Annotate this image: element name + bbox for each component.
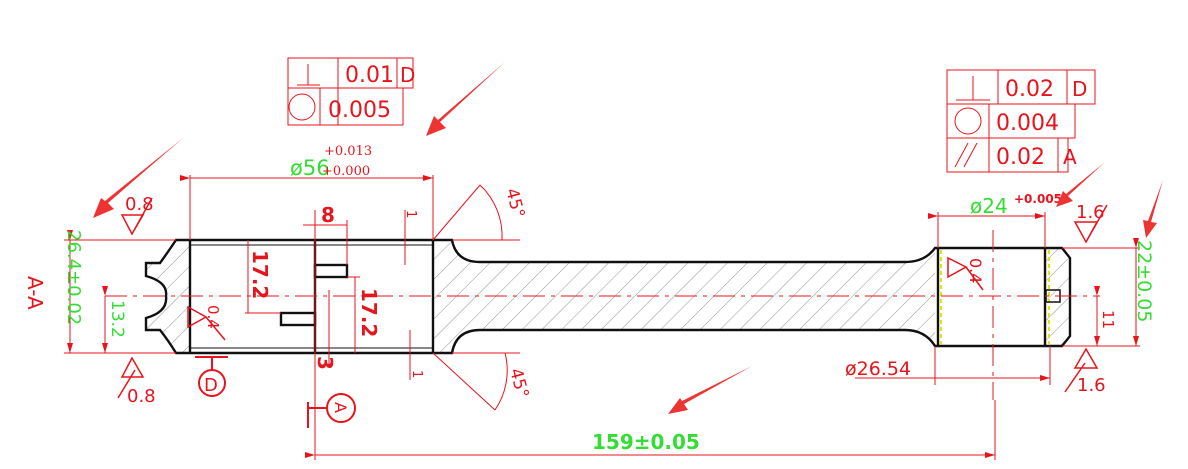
arrow-icon <box>668 366 752 414</box>
datum-d: D <box>195 356 228 397</box>
fcf-right-datum-3: A <box>1063 145 1077 169</box>
datum-d-label: D <box>204 375 218 396</box>
half-height-left: 13.2 <box>107 300 127 338</box>
fcf-right-datum-1: D <box>1072 77 1087 101</box>
slot-width: 8 <box>321 203 335 227</box>
slot-depth: 3 <box>313 356 337 370</box>
roughness-right-bottom: 1.6 <box>1077 375 1106 396</box>
fcf-left-value-2: 0.005 <box>328 98 391 123</box>
angle-top: 45° <box>501 186 528 220</box>
fcf-left: 0.01 D 0.005 <box>287 57 415 126</box>
slot-pos-1: 17.2 <box>248 250 272 299</box>
hub-dia: ø24 <box>970 194 1008 218</box>
hub-tol: +0.005 <box>1014 192 1062 206</box>
bore-tol-upper: +0.013 <box>324 144 372 159</box>
fcf-right-value-3: 0.02 <box>996 145 1045 170</box>
height-right: 22±0.05 <box>1133 240 1155 322</box>
roughness-hub-bore: 0.4 <box>966 258 985 283</box>
arrow-icon <box>426 62 505 136</box>
datum-a-label: A <box>331 402 350 413</box>
half-height-right: 11 <box>1099 310 1117 329</box>
datum-a: A <box>307 393 356 428</box>
fcf-right-value-1: 0.02 <box>1005 77 1054 102</box>
bore-tol-lower: +0.000 <box>322 164 370 179</box>
fcf-left-value-1: 0.01 <box>345 63 394 88</box>
roughness-left-top: 0.8 <box>125 194 154 215</box>
arrow-icon <box>93 138 183 218</box>
bore-dia: ø56 <box>290 156 330 180</box>
fcf-right: 0.02 D 0.004 0.02 A <box>946 69 1096 173</box>
fcf-left-datum: D <box>400 63 415 87</box>
roughness-symbols: 0.8 0.8 0.4 0.4 1.6 1.6 <box>117 194 1108 407</box>
callout-arrows <box>93 62 1163 414</box>
angle-bottom: 45° <box>505 366 532 400</box>
roughness-left-bottom: 0.8 <box>127 386 156 407</box>
fcf-right-value-2: 0.004 <box>996 111 1059 136</box>
height-left: 26.4±0.02 <box>63 230 84 325</box>
center-distance: 159±0.05 <box>592 430 700 454</box>
arrow-icon <box>1056 162 1105 207</box>
roughness-right-top: 1.6 <box>1076 202 1105 223</box>
dimension-lines <box>64 175 1140 460</box>
step-top: 1 <box>403 210 418 218</box>
hub-outer-dia: ø26.54 <box>845 358 911 380</box>
arrow-icon <box>1143 180 1163 238</box>
section-label: A-A <box>23 276 47 310</box>
step-bottom: 1 <box>409 370 424 378</box>
slot-pos-2: 17.2 <box>357 288 381 337</box>
roughness-bore: 0.4 <box>204 305 222 329</box>
